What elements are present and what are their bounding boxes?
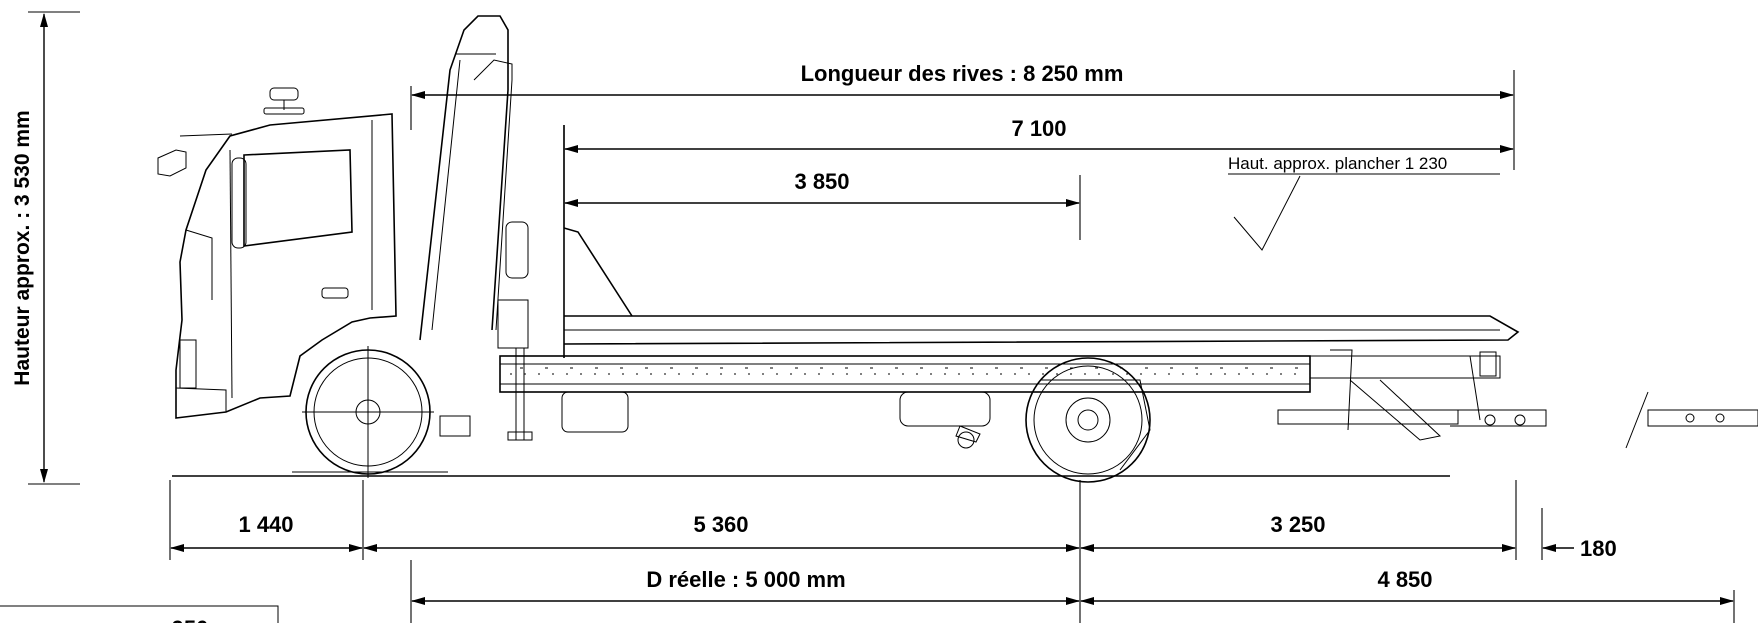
rear-total-label: 4 850	[1377, 567, 1432, 592]
front-wheel	[292, 346, 448, 478]
rear-wheel	[1025, 357, 1151, 483]
crane	[419, 15, 533, 441]
real-wheelbase-label: D réelle : 5 000 mm	[646, 567, 845, 592]
truck-cab	[157, 87, 397, 419]
hitch-offset-label: 180	[1580, 536, 1617, 561]
wheelbase-label: 5 360	[693, 512, 748, 537]
height-label: Hauteur approx. : 3 530 mm	[11, 110, 34, 385]
bottom-dimensions: 1 440 5 360 3 250 180 D réelle : 5 000 m…	[0, 480, 1735, 623]
top-dimensions: Longueur des rives : 8 250 mm 7 100 3 85…	[410, 61, 1515, 251]
partial-box-value: 950	[172, 616, 209, 623]
overall-length-label: Longueur des rives : 8 250 mm	[801, 61, 1124, 86]
rear-underlift	[1277, 349, 1758, 449]
plateau-part-label: 3 850	[794, 169, 849, 194]
floor-height-label: Haut. approx. plancher 1 230	[1228, 154, 1447, 173]
rear-overhang-label: 3 250	[1270, 512, 1325, 537]
chassis-frame	[499, 355, 1311, 449]
front-overhang-label: 1 440	[238, 512, 293, 537]
plateau-bed	[563, 125, 1520, 358]
height-dimension: Hauteur approx. : 3 530 mm	[11, 11, 80, 485]
plateau-length-label: 7 100	[1011, 116, 1066, 141]
